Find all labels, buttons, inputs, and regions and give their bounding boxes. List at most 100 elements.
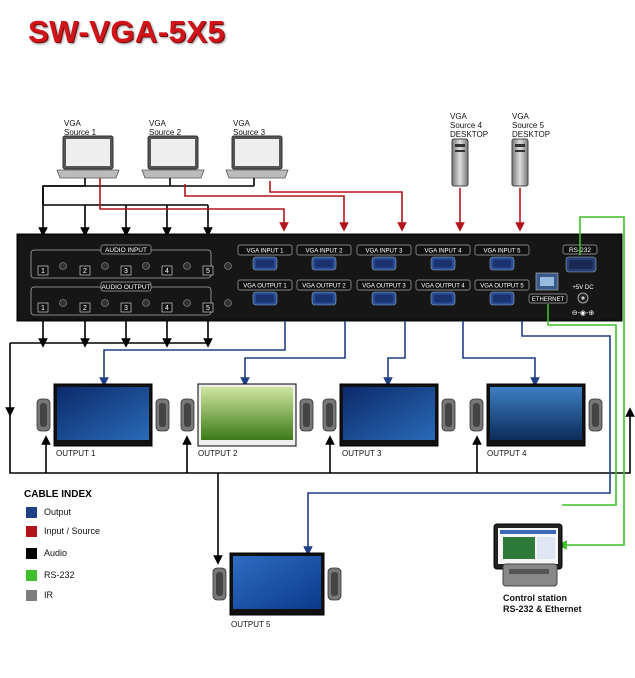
legend-swatch bbox=[26, 525, 37, 537]
audio-jacks: 1 2 3 4 5 1 2 3 4 5 bbox=[37, 262, 232, 313]
control-station-icon bbox=[493, 523, 563, 587]
legend-item-rs232: RS-232 bbox=[26, 569, 75, 581]
laptop-icon bbox=[225, 135, 289, 179]
control-station-label: Control station RS-232 & Ethernet bbox=[503, 593, 582, 615]
audio-jack: 4 bbox=[161, 262, 191, 276]
audio-jack-number: 5 bbox=[206, 268, 210, 275]
source-4-name: Source 4 bbox=[450, 121, 483, 130]
output-cables bbox=[99, 321, 611, 556]
speaker-icon bbox=[180, 398, 195, 432]
speaker-icon bbox=[327, 567, 342, 601]
control-station-title: Control station bbox=[503, 593, 567, 603]
legend-label: Output bbox=[44, 507, 72, 517]
legend-item-output: Output bbox=[26, 506, 71, 518]
speaker-icon bbox=[299, 398, 314, 432]
vga-output-label: VGA OUTPUT 2 bbox=[302, 284, 346, 290]
output-2-label: OUTPUT 2 bbox=[198, 449, 238, 458]
speaker-icon bbox=[469, 398, 484, 432]
audio-jack-number: 1 bbox=[41, 268, 45, 275]
vga-input-label: VGA INPUT 1 bbox=[247, 249, 285, 255]
audio-output-section: AUDIO OUTPUT bbox=[30, 281, 212, 316]
source-4-label: VGA Source 4 DESKTOP bbox=[450, 112, 488, 139]
audio-jack: 1 bbox=[37, 299, 67, 313]
vga-input-port-2: VGA INPUT 2 bbox=[296, 244, 352, 271]
display-monitor-5 bbox=[229, 552, 325, 616]
legend-label: RS-232 bbox=[44, 570, 75, 580]
legend-swatch bbox=[26, 569, 37, 581]
audio-jack-number: 3 bbox=[124, 268, 128, 275]
audio-jack-number: 5 bbox=[206, 305, 210, 312]
source-3-label: VGA Source 3 bbox=[233, 119, 265, 137]
source-4-type: VGA bbox=[450, 112, 467, 121]
vga-input-port-5: VGA INPUT 5 bbox=[474, 244, 530, 271]
vga-output-port-1: VGA OUTPUT 1 bbox=[237, 279, 293, 306]
audio-jack: 3 bbox=[120, 262, 150, 276]
speaker-icon bbox=[441, 398, 456, 432]
audio-input-cables bbox=[38, 178, 255, 237]
source-3-name: Source 3 bbox=[233, 128, 266, 137]
legend-item-input-source: Input / Source bbox=[26, 525, 100, 537]
audio-jack-number: 4 bbox=[165, 268, 169, 275]
display-monitor-1 bbox=[53, 383, 153, 447]
legend-swatch bbox=[26, 547, 37, 559]
speaker-icon bbox=[212, 567, 227, 601]
legend-title: CABLE INDEX bbox=[24, 489, 92, 500]
displays bbox=[36, 383, 603, 616]
vga-input-label: VGA INPUT 4 bbox=[425, 249, 463, 255]
vga-output-label: VGA OUTPUT 4 bbox=[421, 284, 465, 290]
source-1-type: VGA bbox=[64, 119, 81, 128]
vga-output-port-2: VGA OUTPUT 2 bbox=[296, 279, 352, 306]
source-cables bbox=[99, 178, 525, 232]
speaker-icon bbox=[322, 398, 337, 432]
legend-label: Input / Source bbox=[44, 526, 101, 536]
laptop-icon bbox=[56, 135, 120, 179]
source-5-kind: DESKTOP bbox=[512, 130, 551, 139]
output-4-label: OUTPUT 4 bbox=[487, 449, 527, 458]
power-polarity-icon: ⊖-◉-⊕ bbox=[572, 310, 595, 317]
audio-jack: 5 bbox=[202, 262, 232, 276]
legend-label: IR bbox=[44, 590, 53, 600]
rs232-cables bbox=[547, 216, 625, 550]
power-label: +5V DC bbox=[572, 285, 594, 291]
source-2-type: VGA bbox=[149, 119, 166, 128]
ethernet-port: ETHERNET bbox=[528, 272, 568, 304]
vga-input-label: VGA INPUT 2 bbox=[306, 249, 344, 255]
display-monitor-2 bbox=[197, 383, 297, 447]
audio-jack: 4 bbox=[161, 299, 191, 313]
audio-input-section: AUDIO INPUT bbox=[30, 244, 212, 279]
vga-output-port-3: VGA OUTPUT 3 bbox=[356, 279, 412, 306]
audio-input-label: AUDIO INPUT bbox=[105, 247, 147, 254]
legend-swatch bbox=[26, 589, 37, 601]
audio-jack: 3 bbox=[120, 299, 150, 313]
vga-output-label: VGA OUTPUT 3 bbox=[362, 284, 406, 290]
speaker-icon bbox=[36, 398, 51, 432]
source-2-label: VGA Source 2 bbox=[149, 119, 181, 137]
vga-input-port-3: VGA INPUT 3 bbox=[356, 244, 412, 271]
source-5-label: VGA Source 5 DESKTOP bbox=[512, 112, 550, 139]
audio-jack-number: 1 bbox=[41, 305, 45, 312]
source-1-label: VGA Source 1 bbox=[64, 119, 96, 137]
audio-jack-number: 4 bbox=[165, 305, 169, 312]
audio-jack: 5 bbox=[202, 299, 232, 313]
vga-output-port-4: VGA OUTPUT 4 bbox=[415, 279, 471, 306]
vga-input-port-4: VGA INPUT 4 bbox=[415, 244, 471, 271]
output-5-label: OUTPUT 5 bbox=[231, 620, 271, 629]
audio-jack: 1 bbox=[37, 262, 67, 276]
audio-output-label: AUDIO OUTPUT bbox=[101, 284, 150, 291]
audio-jack-number: 2 bbox=[83, 305, 87, 312]
legend-swatch bbox=[26, 506, 37, 518]
speaker-icon bbox=[588, 398, 603, 432]
vga-input-label: VGA INPUT 5 bbox=[484, 249, 522, 255]
power-port: +5V DC ⊖-◉-⊕ bbox=[572, 285, 595, 317]
audio-jack-number: 2 bbox=[83, 268, 87, 275]
vga-output-port-5: VGA OUTPUT 5 bbox=[474, 279, 530, 306]
vga-input-port-1: VGA INPUT 1 bbox=[237, 244, 293, 271]
audio-jack: 2 bbox=[79, 262, 109, 276]
source-4-kind: DESKTOP bbox=[450, 130, 489, 139]
audio-output-cables bbox=[5, 321, 635, 565]
vga-input-label: VGA INPUT 3 bbox=[366, 249, 404, 255]
source-2-name: Source 2 bbox=[149, 128, 182, 137]
desktop-tower-icon bbox=[451, 138, 469, 187]
